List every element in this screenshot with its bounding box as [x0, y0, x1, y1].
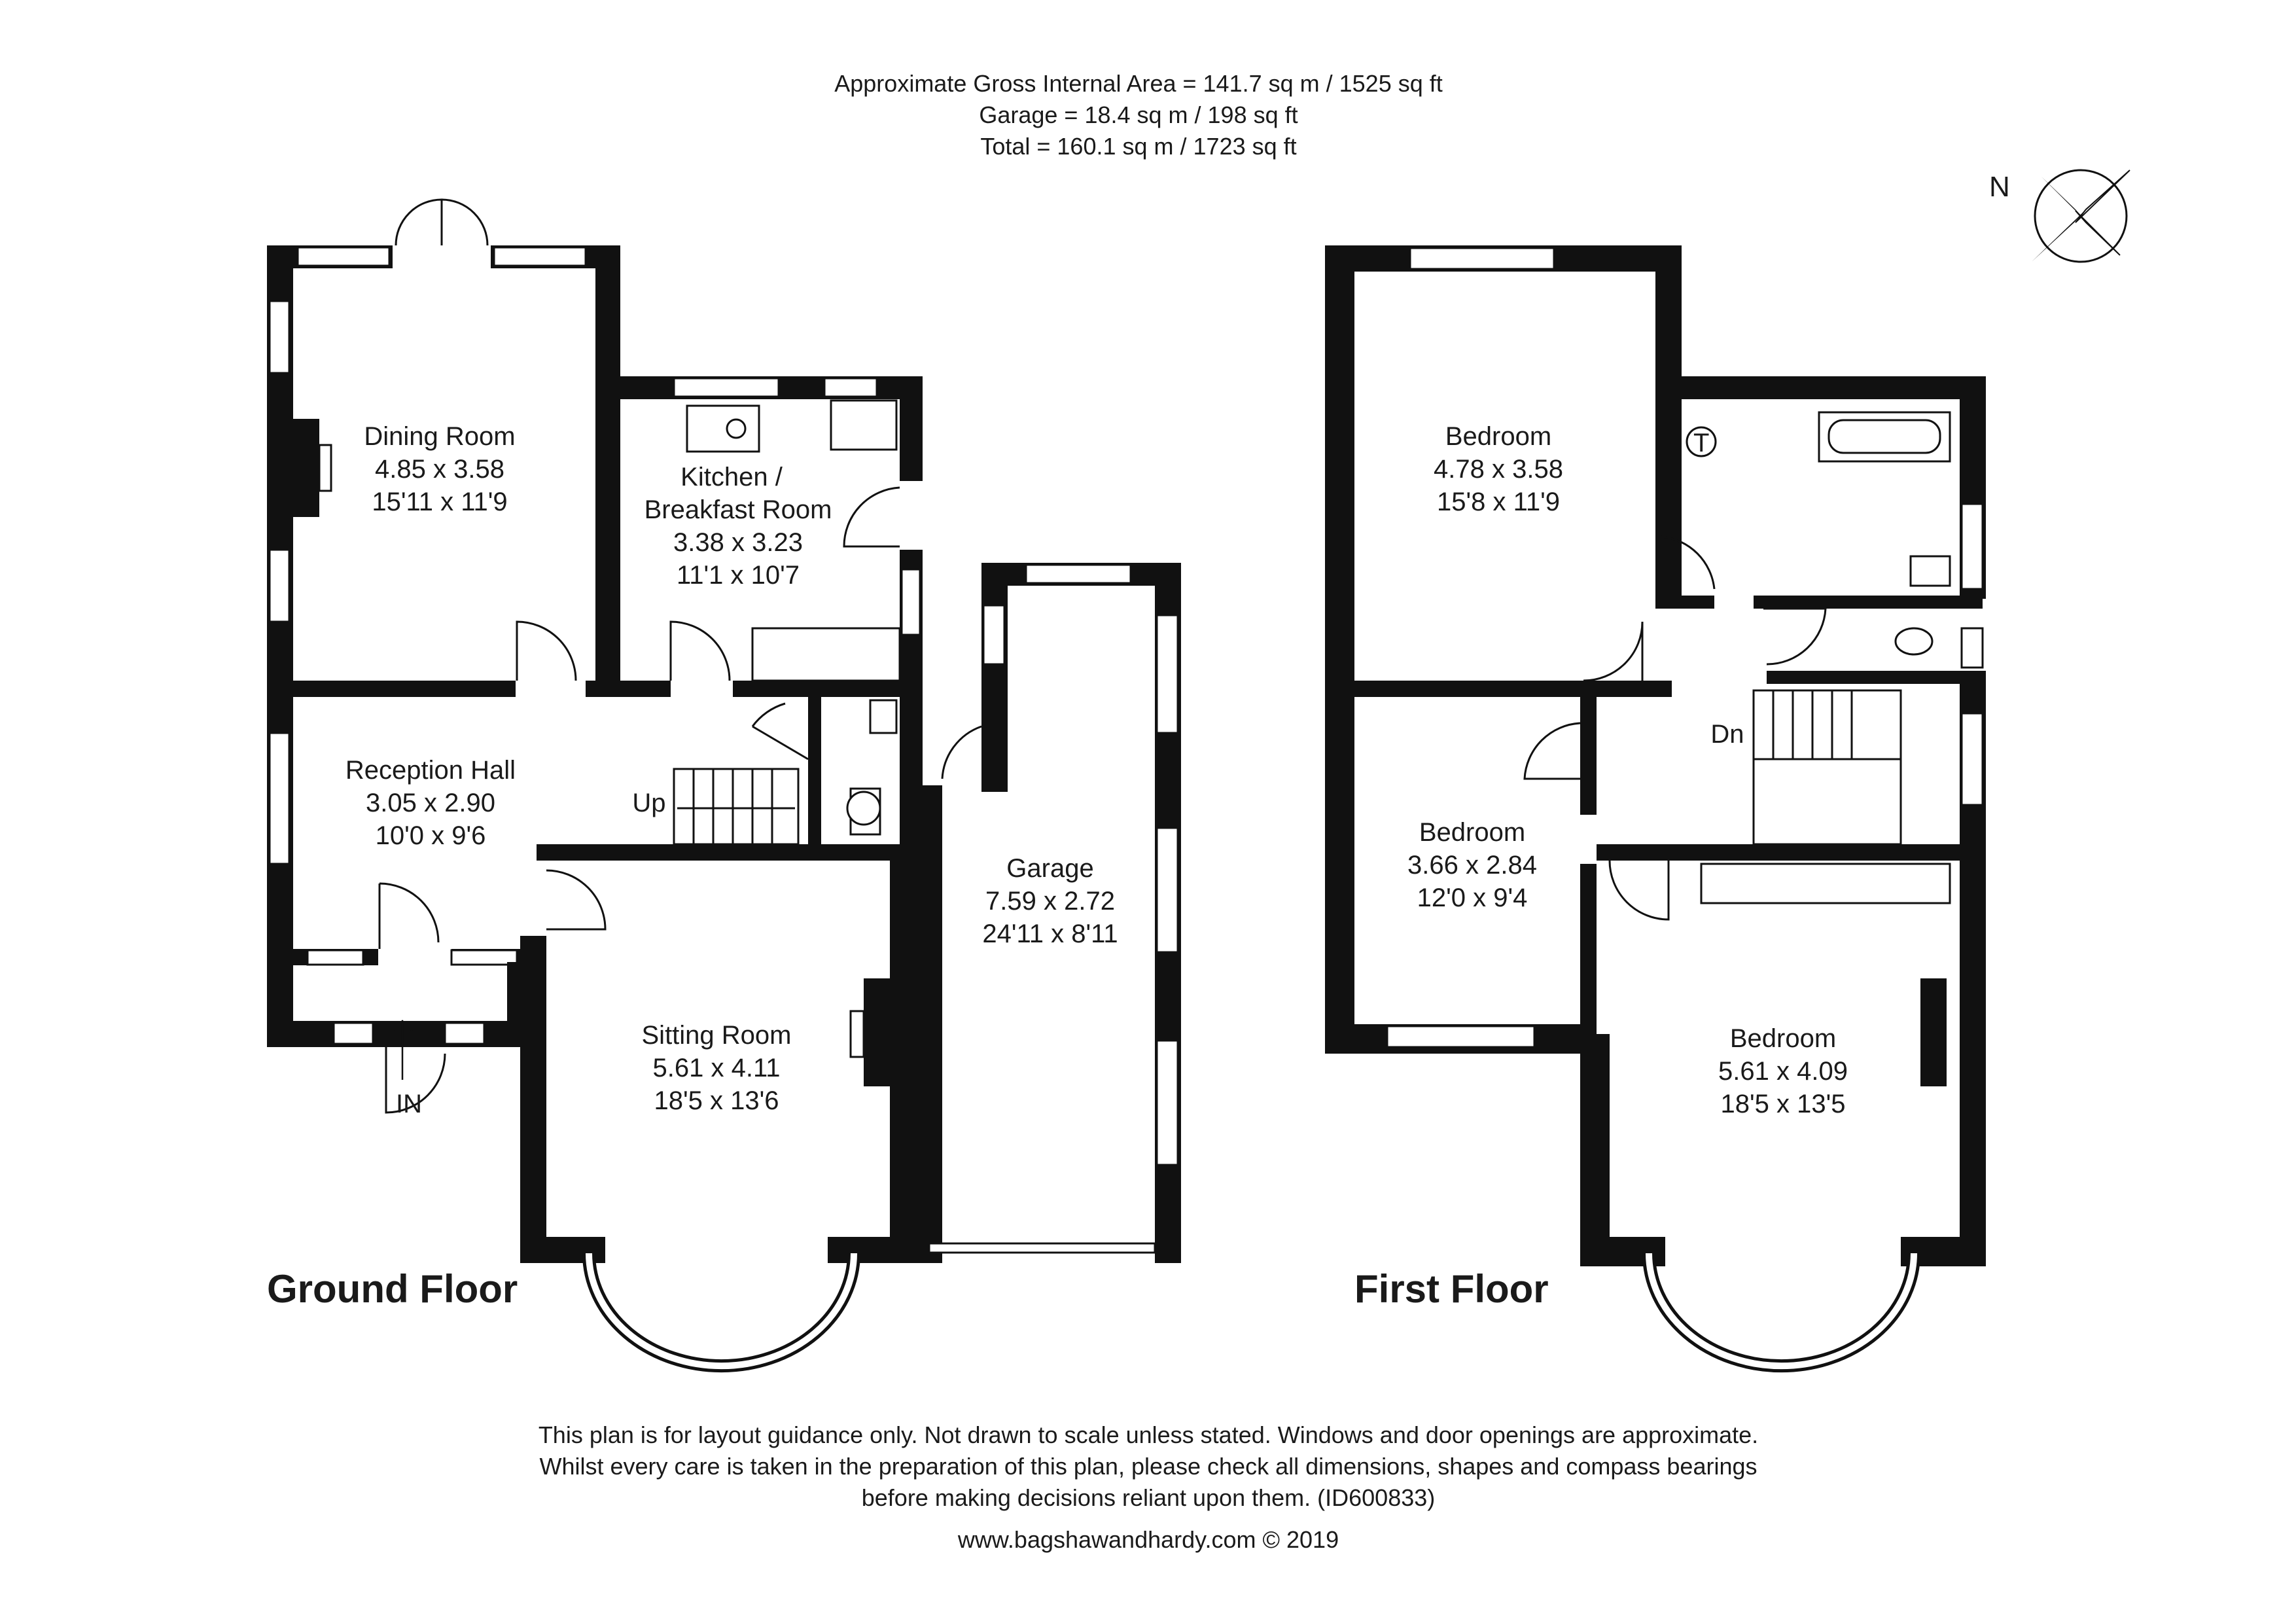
room-metric-dimensions: 3.05 x 2.90: [366, 789, 495, 817]
room-imperial-dimensions: 15'11 x 11'9: [372, 488, 507, 516]
room-sitting-room: Sitting Room 5.61 x 4.11 18'5 x 13'6: [642, 1021, 792, 1115]
room-bedroom-3: Bedroom 5.61 x 4.09 18'5 x 13'5: [1718, 1024, 1848, 1118]
room-imperial-dimensions: 24'11 x 8'11: [982, 919, 1118, 948]
compass-icon: N: [1989, 169, 2130, 263]
room-garage: Garage 7.59 x 2.72 24'11 x 8'11: [982, 854, 1118, 948]
room-kitchen: Kitchen / Breakfast Room 3.38 x 3.23 11'…: [645, 463, 832, 590]
disclaimer-line-2: Whilst every care is taken in the prepar…: [540, 1453, 1757, 1480]
water-tank-label: T: [1693, 429, 1709, 457]
room-name: Dining Room: [364, 422, 515, 451]
total-area-line: Total = 160.1 sq m / 1723 sq ft: [980, 133, 1296, 160]
room-imperial-dimensions: 18'5 x 13'5: [1721, 1090, 1846, 1118]
room-reception-hall: Reception Hall 3.05 x 2.90 10'0 x 9'6: [345, 756, 516, 850]
room-name: Kitchen /: [680, 463, 783, 491]
area-summary-line: Approximate Gross Internal Area = 141.7 …: [834, 70, 1443, 97]
stairs-down-label: Dn: [1710, 720, 1744, 749]
room-name-line2: Breakfast Room: [645, 495, 832, 524]
disclaimer-line-3: before making decisions reliant upon the…: [862, 1484, 1436, 1511]
room-dining-room: Dining Room 4.85 x 3.58 15'11 x 11'9: [364, 422, 515, 516]
room-name: Garage: [1006, 854, 1093, 883]
first-floor-title: First Floor: [1354, 1267, 1549, 1311]
website-copyright[interactable]: www.bagshawandhardy.com © 2019: [957, 1526, 1339, 1553]
stairs-up-label: Up: [632, 789, 665, 817]
room-name: Bedroom: [1730, 1024, 1836, 1053]
disclaimer-line-1: This plan is for layout guidance only. N…: [539, 1421, 1758, 1448]
room-metric-dimensions: 5.61 x 4.09: [1718, 1057, 1848, 1086]
first-floor-plan: T: [1325, 245, 1986, 1373]
room-imperial-dimensions: 10'0 x 9'6: [376, 821, 486, 850]
entrance-label: IN: [396, 1090, 422, 1118]
room-name: Reception Hall: [345, 756, 516, 785]
room-metric-dimensions: 7.59 x 2.72: [985, 887, 1115, 916]
compass-north-label: N: [1989, 171, 2010, 203]
ground-floor-title: Ground Floor: [267, 1267, 518, 1311]
garage-area-line: Garage = 18.4 sq m / 198 sq ft: [979, 101, 1298, 128]
room-metric-dimensions: 3.66 x 2.84: [1407, 851, 1537, 880]
ground-floor-plan: [267, 198, 1181, 1373]
room-name: Sitting Room: [642, 1021, 792, 1050]
room-metric-dimensions: 4.78 x 3.58: [1434, 455, 1563, 484]
room-name: Bedroom: [1419, 818, 1525, 847]
room-bedroom-2: Bedroom 3.66 x 2.84 12'0 x 9'4: [1407, 818, 1537, 912]
room-imperial-dimensions: 12'0 x 9'4: [1417, 883, 1528, 912]
room-name: Bedroom: [1445, 422, 1551, 451]
room-imperial-dimensions: 15'8 x 11'9: [1437, 488, 1560, 516]
room-metric-dimensions: 4.85 x 3.58: [375, 455, 504, 484]
room-imperial-dimensions: 18'5 x 13'6: [654, 1086, 779, 1115]
room-metric-dimensions: 3.38 x 3.23: [673, 528, 803, 557]
room-imperial-dimensions: 11'1 x 10'7: [677, 561, 800, 590]
room-metric-dimensions: 5.61 x 4.11: [653, 1054, 781, 1082]
room-bedroom-1: Bedroom 4.78 x 3.58 15'8 x 11'9: [1434, 422, 1563, 516]
